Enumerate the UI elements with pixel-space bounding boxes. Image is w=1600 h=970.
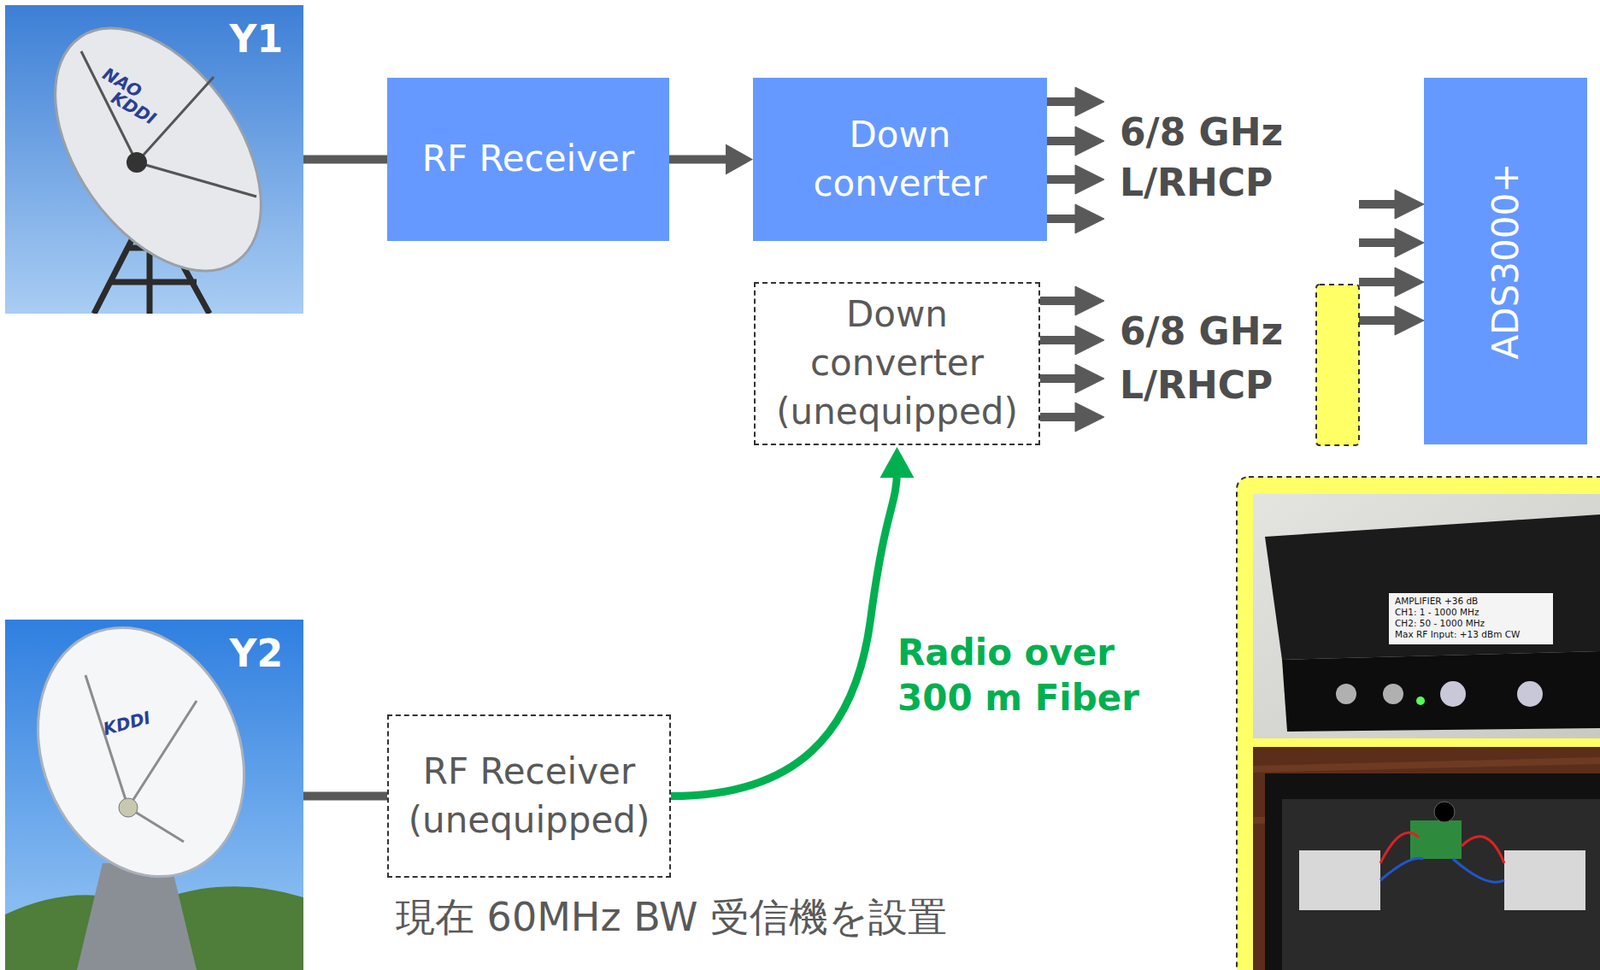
y1-photo — [5, 5, 304, 314]
note: 現在 60MHz BW 受信機を設置 — [395, 894, 948, 942]
output-arrows — [1038, 87, 1424, 432]
stub-head — [1394, 228, 1424, 258]
connector — [303, 158, 388, 160]
stub — [1358, 316, 1399, 325]
connector — [1440, 681, 1466, 707]
stub — [1358, 277, 1399, 287]
wire — [1380, 832, 1505, 864]
plate — [1388, 593, 1553, 645]
stub-head — [1394, 305, 1424, 336]
stub — [1040, 296, 1079, 306]
stub — [1358, 200, 1399, 209]
node-text: Down converter (unequipped) — [762, 290, 1032, 436]
plate-text: AMPLIFIER +36 dB — [1394, 595, 1478, 607]
connector — [669, 144, 753, 176]
planned-box: RF Receiver (unequipped) — [387, 714, 671, 878]
amplifier-inside-photo — [1252, 747, 1600, 970]
node-text: Y2 — [229, 631, 283, 677]
polarization-label: L/RHCP — [1119, 160, 1273, 206]
module — [1504, 850, 1586, 911]
planned-box: Down converter (unequipped) — [753, 282, 1041, 446]
struts — [85, 675, 197, 842]
band-label: 6/8 GHz — [1119, 110, 1283, 156]
wire — [1380, 858, 1505, 883]
stub-head — [1075, 87, 1105, 117]
connector-line — [669, 155, 730, 165]
stub — [1040, 335, 1079, 345]
dish — [12, 5, 303, 309]
stub — [1040, 412, 1079, 422]
connector — [303, 795, 388, 797]
stub — [1358, 238, 1399, 248]
connector — [1335, 683, 1357, 705]
stub — [1040, 374, 1079, 383]
connector — [1382, 683, 1404, 705]
stub-head — [1075, 364, 1105, 394]
stub-head — [1075, 325, 1105, 355]
stub-head — [1075, 402, 1105, 432]
box-front — [1282, 651, 1600, 732]
y2-photo — [5, 619, 304, 970]
stub-head — [1394, 189, 1424, 219]
feed — [126, 152, 148, 173]
pedestal — [76, 863, 197, 970]
node-text: Down converter — [759, 111, 1041, 208]
stub-head — [1075, 204, 1105, 234]
board — [1410, 820, 1462, 859]
struts — [81, 51, 257, 197]
node-text: Y1 — [229, 17, 283, 63]
led — [1416, 696, 1425, 706]
process-box: RF Receiver — [387, 77, 670, 242]
node-text: ADS3000+ — [1484, 163, 1527, 360]
node-text: RF Receiver — [422, 135, 635, 184]
feed — [118, 798, 138, 818]
antenna-photo: Y1 — [5, 5, 304, 314]
band-label: 6/8 GHz — [1119, 309, 1283, 355]
backend-box: ADS3000+ — [1423, 77, 1588, 445]
box-top — [1264, 514, 1600, 660]
connector — [670, 447, 915, 797]
callout-frame — [1236, 476, 1600, 970]
arrowhead — [880, 447, 915, 478]
process-box: Down converter — [752, 77, 1048, 242]
tray — [1282, 799, 1600, 970]
desk — [1252, 494, 1600, 739]
amplifier-photo — [1252, 494, 1600, 739]
module — [1299, 850, 1381, 911]
amplifier-marker — [1316, 284, 1359, 446]
connector-line — [303, 792, 388, 801]
connector-line — [303, 155, 388, 165]
capacitor — [1434, 801, 1455, 823]
plate-text: Max RF Input: +13 dBm CW — [1394, 629, 1520, 641]
arrowhead — [725, 144, 753, 176]
node-text: RF Receiver (unequipped) — [395, 747, 663, 845]
stub-head — [1394, 267, 1424, 297]
plate-text: CH1: 1 - 1000 MHz — [1394, 606, 1479, 618]
stub-head — [1075, 164, 1105, 195]
stub-head — [1075, 286, 1105, 316]
stub-head — [1075, 126, 1105, 156]
connector-label: Radio over 300 m Fiber — [897, 630, 1180, 721]
antenna-photo: Y2 — [5, 619, 304, 970]
connector — [1517, 681, 1543, 707]
polarization-label: L/RHCP — [1119, 363, 1273, 409]
connector-line — [670, 469, 898, 797]
plate-text: CH2: 50 - 1000 MHz — [1394, 617, 1485, 630]
case — [1264, 773, 1600, 970]
